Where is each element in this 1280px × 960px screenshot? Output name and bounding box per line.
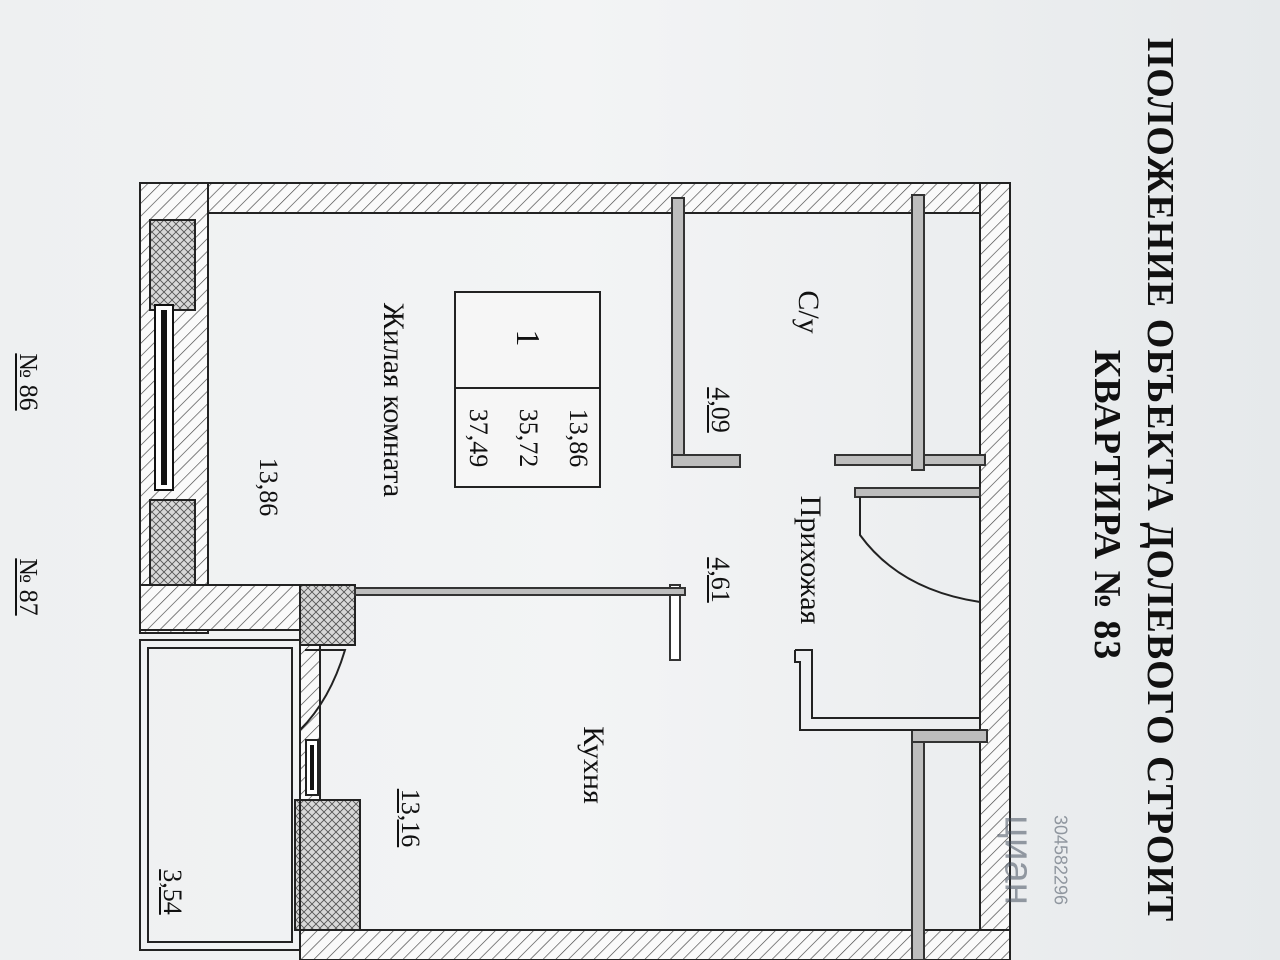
document-heading: ПОЛОЖЕНИЕ ОБЪЕКТА ДОЛЕВОГО СТРОИТ <box>1139 37 1181 923</box>
room-area-kitchen: 13,16 <box>396 788 425 848</box>
watermark-id: 304582296 <box>1050 814 1071 906</box>
wall-left-grey-1 <box>149 219 196 311</box>
legend-total-with-balcony: 37,49 <box>464 408 493 468</box>
neighbour-apartment-87: № 87 <box>14 558 43 616</box>
wall-lower-grey <box>299 584 356 646</box>
outer-walls <box>139 182 1011 960</box>
room-name-hall: Прихожая <box>794 495 827 625</box>
wall-right <box>979 182 1011 960</box>
watermark-brand: циан <box>996 815 1041 905</box>
legend-rooms-count: 1 <box>509 329 546 347</box>
room-name-bathroom: С/у <box>792 290 825 334</box>
room-area-hall: 4,61 <box>706 557 735 603</box>
room-area-balcony: 3,54 <box>158 869 187 915</box>
neighbour-apartment-86: № 86 <box>14 353 43 411</box>
wall-top <box>139 182 1011 214</box>
room-area-bathroom: 4,09 <box>706 387 735 433</box>
room-area-living: 13,86 <box>254 457 283 517</box>
legend-box <box>454 291 601 488</box>
hall-step-wall <box>795 649 980 719</box>
wall-kitchen-left <box>294 799 361 931</box>
entrance-door <box>859 497 981 603</box>
room-name-living: Жилая комната <box>377 302 410 498</box>
room-name-kitchen: Кухня <box>577 726 610 804</box>
apartment-heading: КВАРТИРА № 83 <box>1086 349 1128 661</box>
window <box>154 304 174 491</box>
partitions <box>354 194 988 960</box>
wall-bottom <box>299 929 1011 960</box>
doors <box>299 497 981 796</box>
legend-living-area: 13,86 <box>564 408 593 468</box>
balcony <box>139 639 301 951</box>
balcony-door <box>299 649 347 731</box>
legend-total-area: 35,72 <box>514 408 543 468</box>
